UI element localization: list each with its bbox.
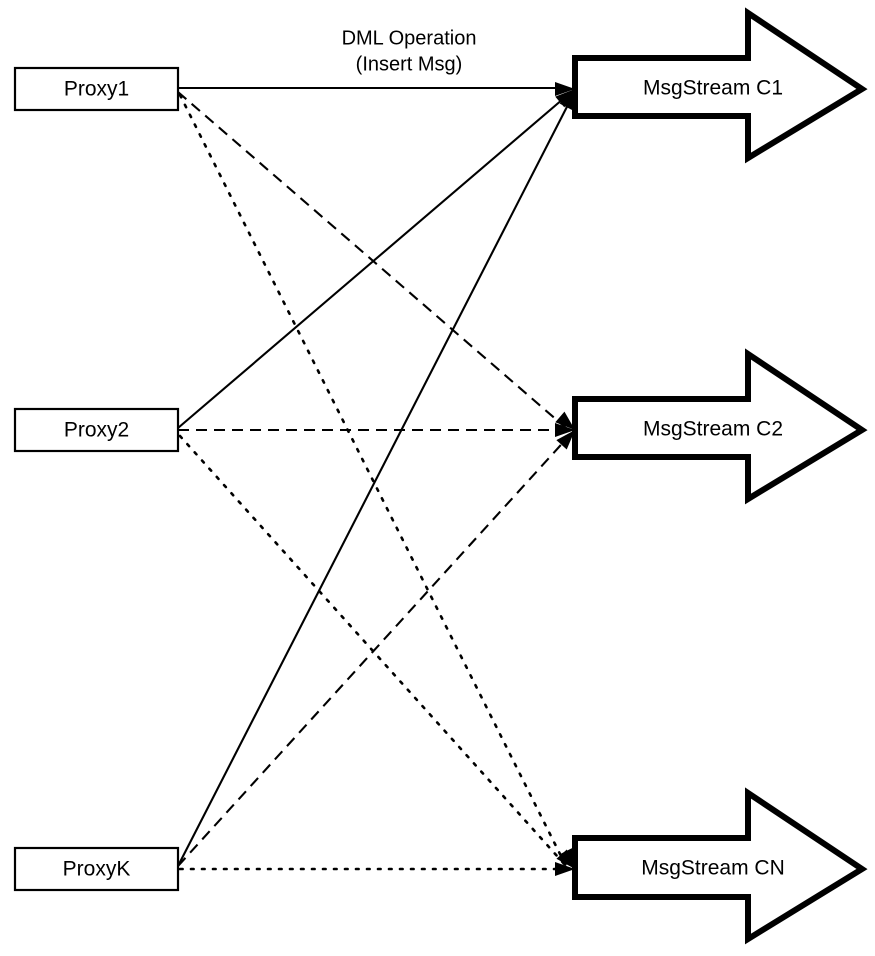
stream-cn-shape[interactable]	[572, 787, 868, 945]
arrowhead-proxy2-to-c1	[555, 89, 575, 108]
proxyk-label: ProxyK	[63, 858, 131, 881]
edge-caption-line2: (Insert Msg)	[356, 53, 463, 75]
stream-c1-label: MsgStream C1	[643, 77, 783, 100]
arrowhead-proxy2-to-cn	[556, 849, 575, 869]
stream-cn-label: MsgStream CN	[641, 857, 785, 880]
arrowhead-proxyk-to-c2	[556, 430, 575, 450]
stream-c2-label: MsgStream C2	[643, 418, 783, 441]
proxyk-box[interactable]	[13, 846, 180, 892]
connection-proxyk-to-c1[interactable]	[177, 94, 574, 867]
arrowhead-proxyk-to-c1	[559, 89, 575, 110]
connection-proxy2-to-c1[interactable]	[177, 92, 571, 429]
connection-proxy1-to-cn[interactable]	[178, 93, 568, 868]
proxy2-label: Proxy2	[64, 419, 129, 442]
arrowhead-proxy2-to-c2	[555, 423, 575, 437]
msgstream-group: MsgStream C1 MsgStream C2 MsgStream CN	[572, 7, 868, 945]
proxy2-box[interactable]	[13, 407, 180, 453]
connection-proxyk-to-c2[interactable]	[177, 435, 570, 867]
stream-c2-shape[interactable]	[572, 348, 868, 505]
connection-lines-group	[177, 86, 574, 871]
proxy1-box[interactable]	[13, 66, 180, 112]
arrowheads-group	[555, 82, 575, 876]
proxy1-label: Proxy1	[64, 78, 129, 101]
arrowhead-proxy1-to-c2	[555, 411, 575, 430]
edge-caption-line1: DML Operation	[342, 27, 477, 49]
arrowhead-proxy1-to-c1	[555, 82, 575, 96]
connection-proxy1-to-c2[interactable]	[177, 91, 567, 429]
stream-c1-shape[interactable]	[572, 7, 868, 164]
arrowhead-proxyk-to-cn	[555, 862, 575, 876]
